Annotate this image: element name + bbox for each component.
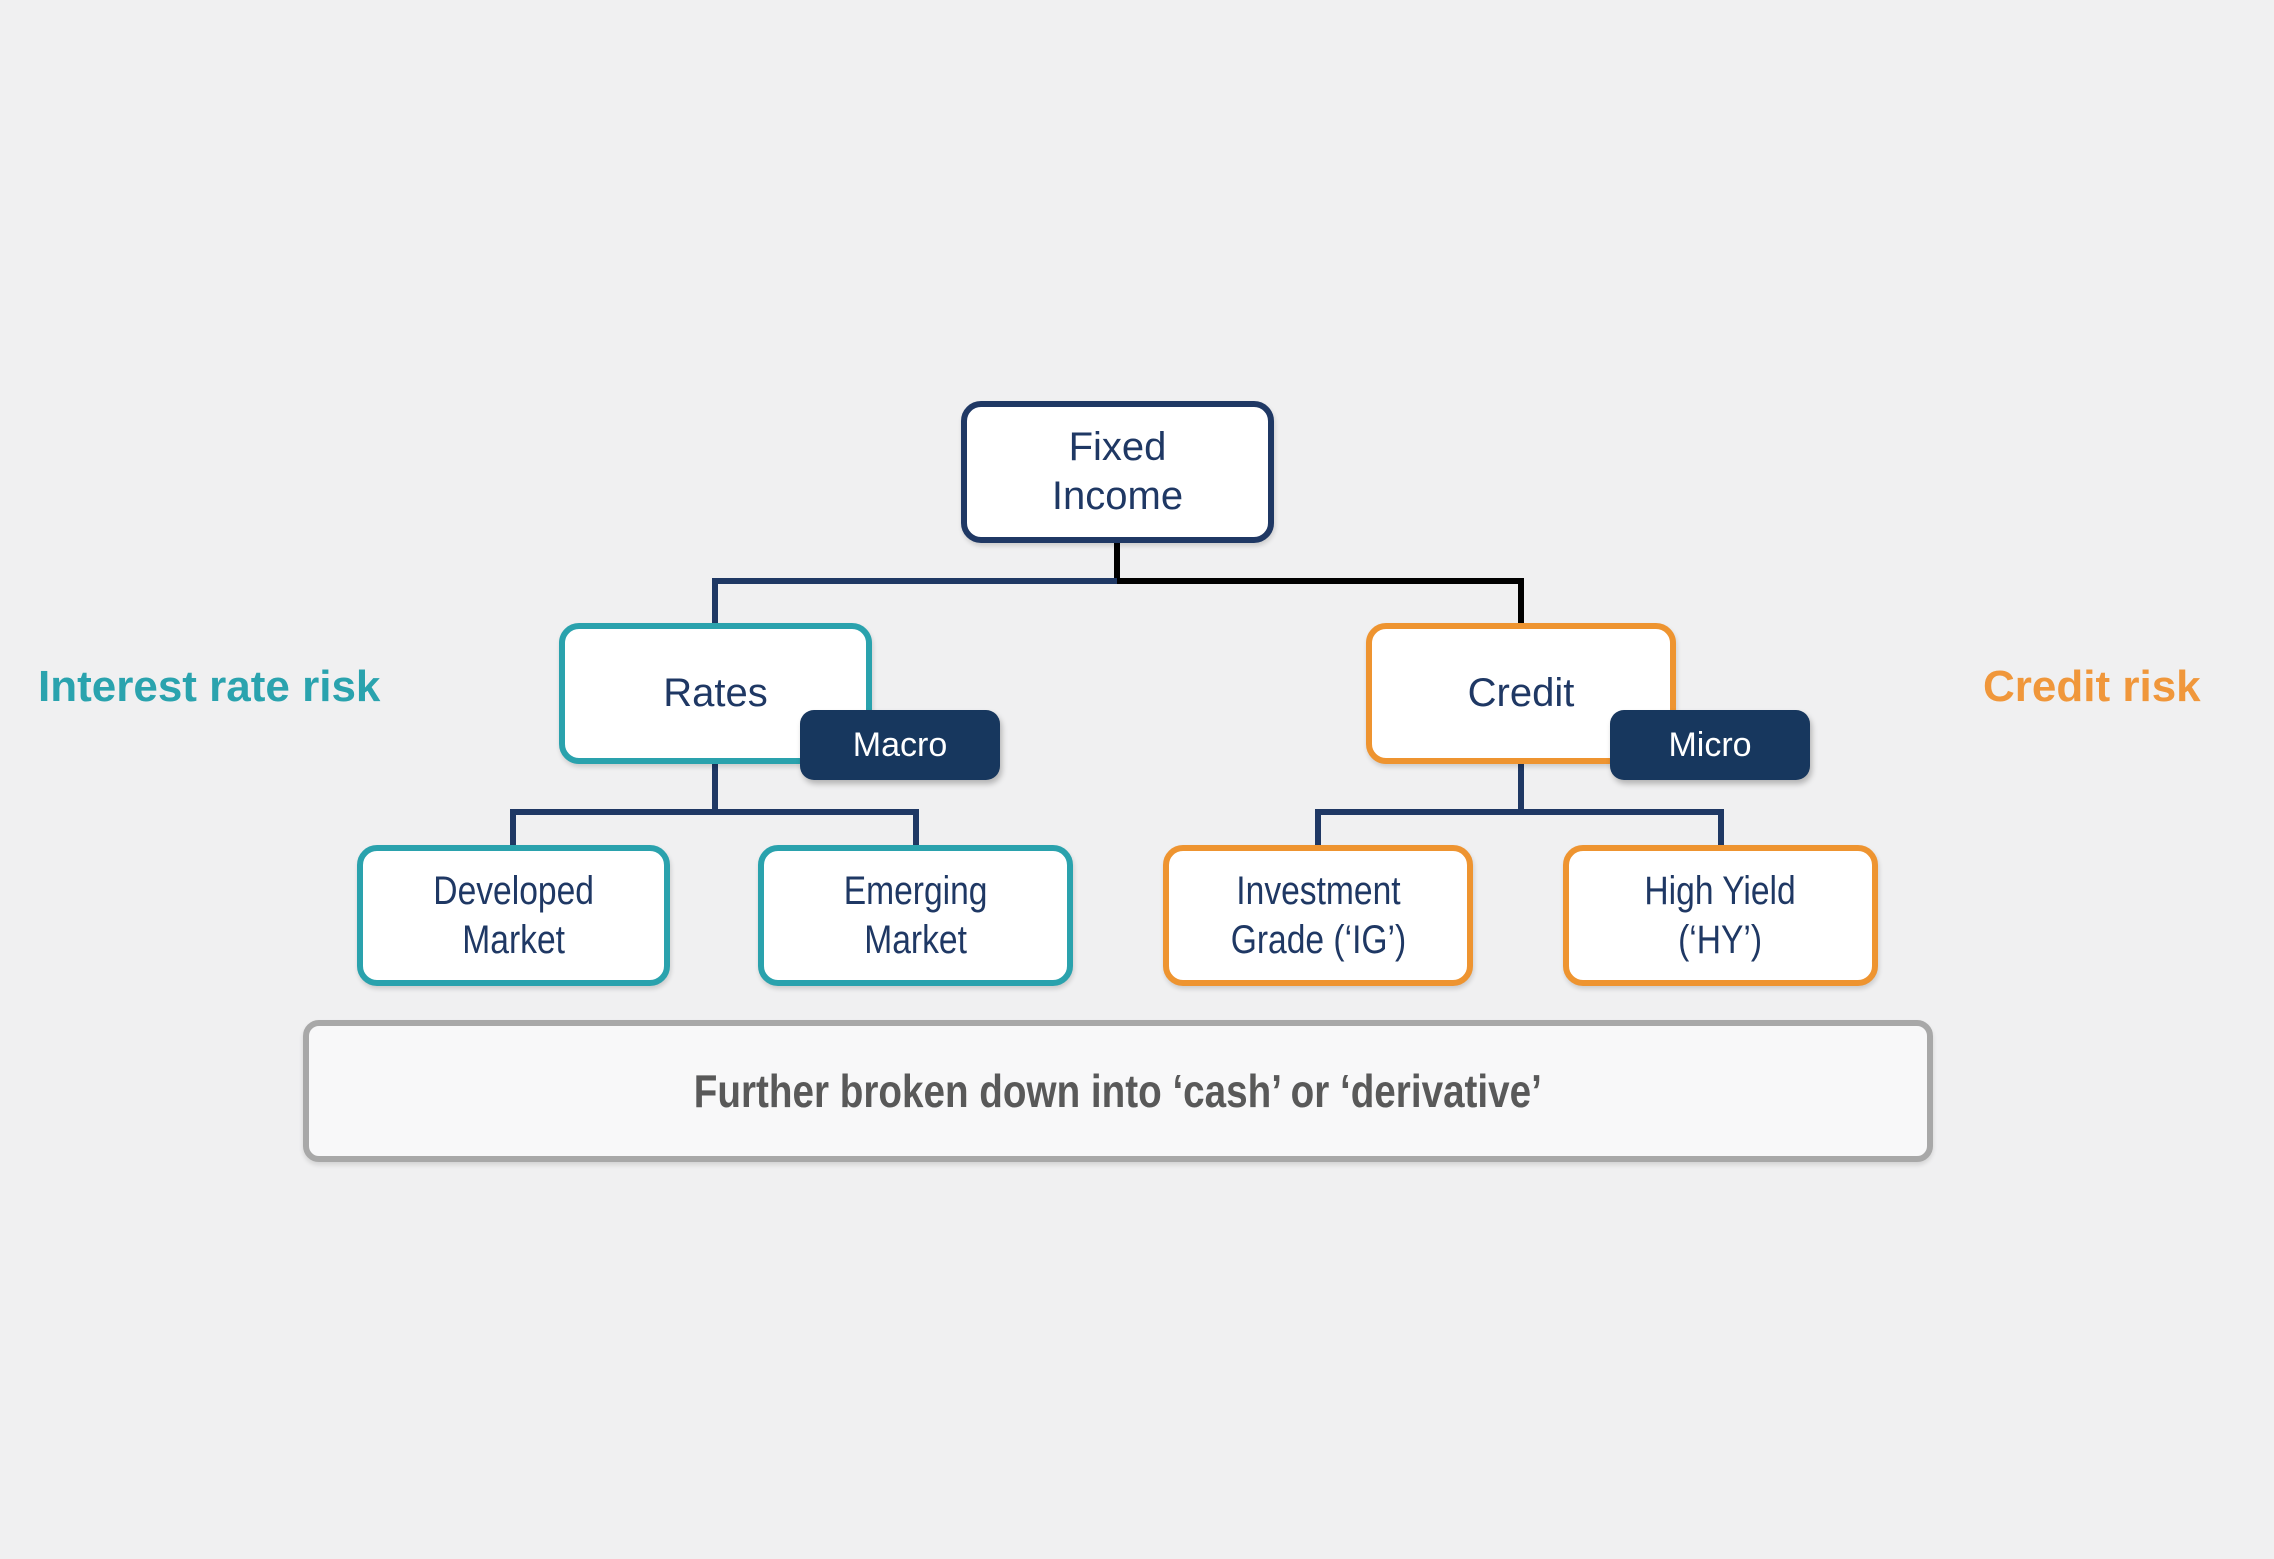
- node-high-yield-label: High Yield (‘HY’): [1644, 868, 1797, 962]
- connector-down-to-emerging: [913, 809, 919, 848]
- connector-root-stub: [1114, 540, 1120, 584]
- node-investment-grade-label: Investment Grade (‘IG’): [1230, 868, 1406, 962]
- node-rates-label: Rates: [663, 671, 768, 716]
- connector-down-to-developed: [510, 809, 516, 848]
- node-credit: Credit: [1366, 623, 1676, 764]
- cash-derivative-banner: Further broken down into ‘cash’ or ‘deri…: [303, 1020, 1933, 1162]
- badge-macro-label: Macro: [852, 725, 948, 764]
- node-fixed-income: Fixed Income: [961, 401, 1274, 543]
- node-developed-market-label: Developed Market: [433, 868, 594, 962]
- connector-down-to-credit: [1518, 578, 1524, 626]
- badge-micro: Micro: [1610, 710, 1810, 780]
- node-developed-market: Developed Market: [357, 845, 670, 986]
- credit-risk-label: Credit risk: [1983, 662, 2201, 711]
- interest-rate-risk-label: Interest rate risk: [38, 662, 381, 711]
- connector-rates-bracket: [510, 809, 919, 815]
- connector-credit-bracket: [1315, 809, 1724, 815]
- connector-root-right-horizontal: [1117, 578, 1524, 584]
- connector-rates-down: [712, 761, 718, 815]
- node-high-yield: High Yield (‘HY’): [1563, 845, 1878, 986]
- node-emerging-market-label: Emerging Market: [843, 868, 988, 962]
- node-credit-label: Credit: [1467, 671, 1575, 716]
- badge-macro: Macro: [800, 710, 1000, 780]
- connector-down-to-rates: [712, 578, 718, 626]
- connector-down-to-ig: [1315, 809, 1321, 848]
- connector-root-left-horizontal: [712, 578, 1120, 584]
- node-investment-grade: Investment Grade (‘IG’): [1163, 845, 1473, 986]
- node-emerging-market: Emerging Market: [758, 845, 1073, 986]
- cash-derivative-banner-text: Further broken down into ‘cash’ or ‘deri…: [693, 1065, 1543, 1117]
- connector-down-to-hy: [1718, 809, 1724, 848]
- connector-credit-down: [1518, 761, 1524, 815]
- badge-micro-label: Micro: [1668, 725, 1752, 764]
- node-fixed-income-label: Fixed Income: [1051, 425, 1184, 518]
